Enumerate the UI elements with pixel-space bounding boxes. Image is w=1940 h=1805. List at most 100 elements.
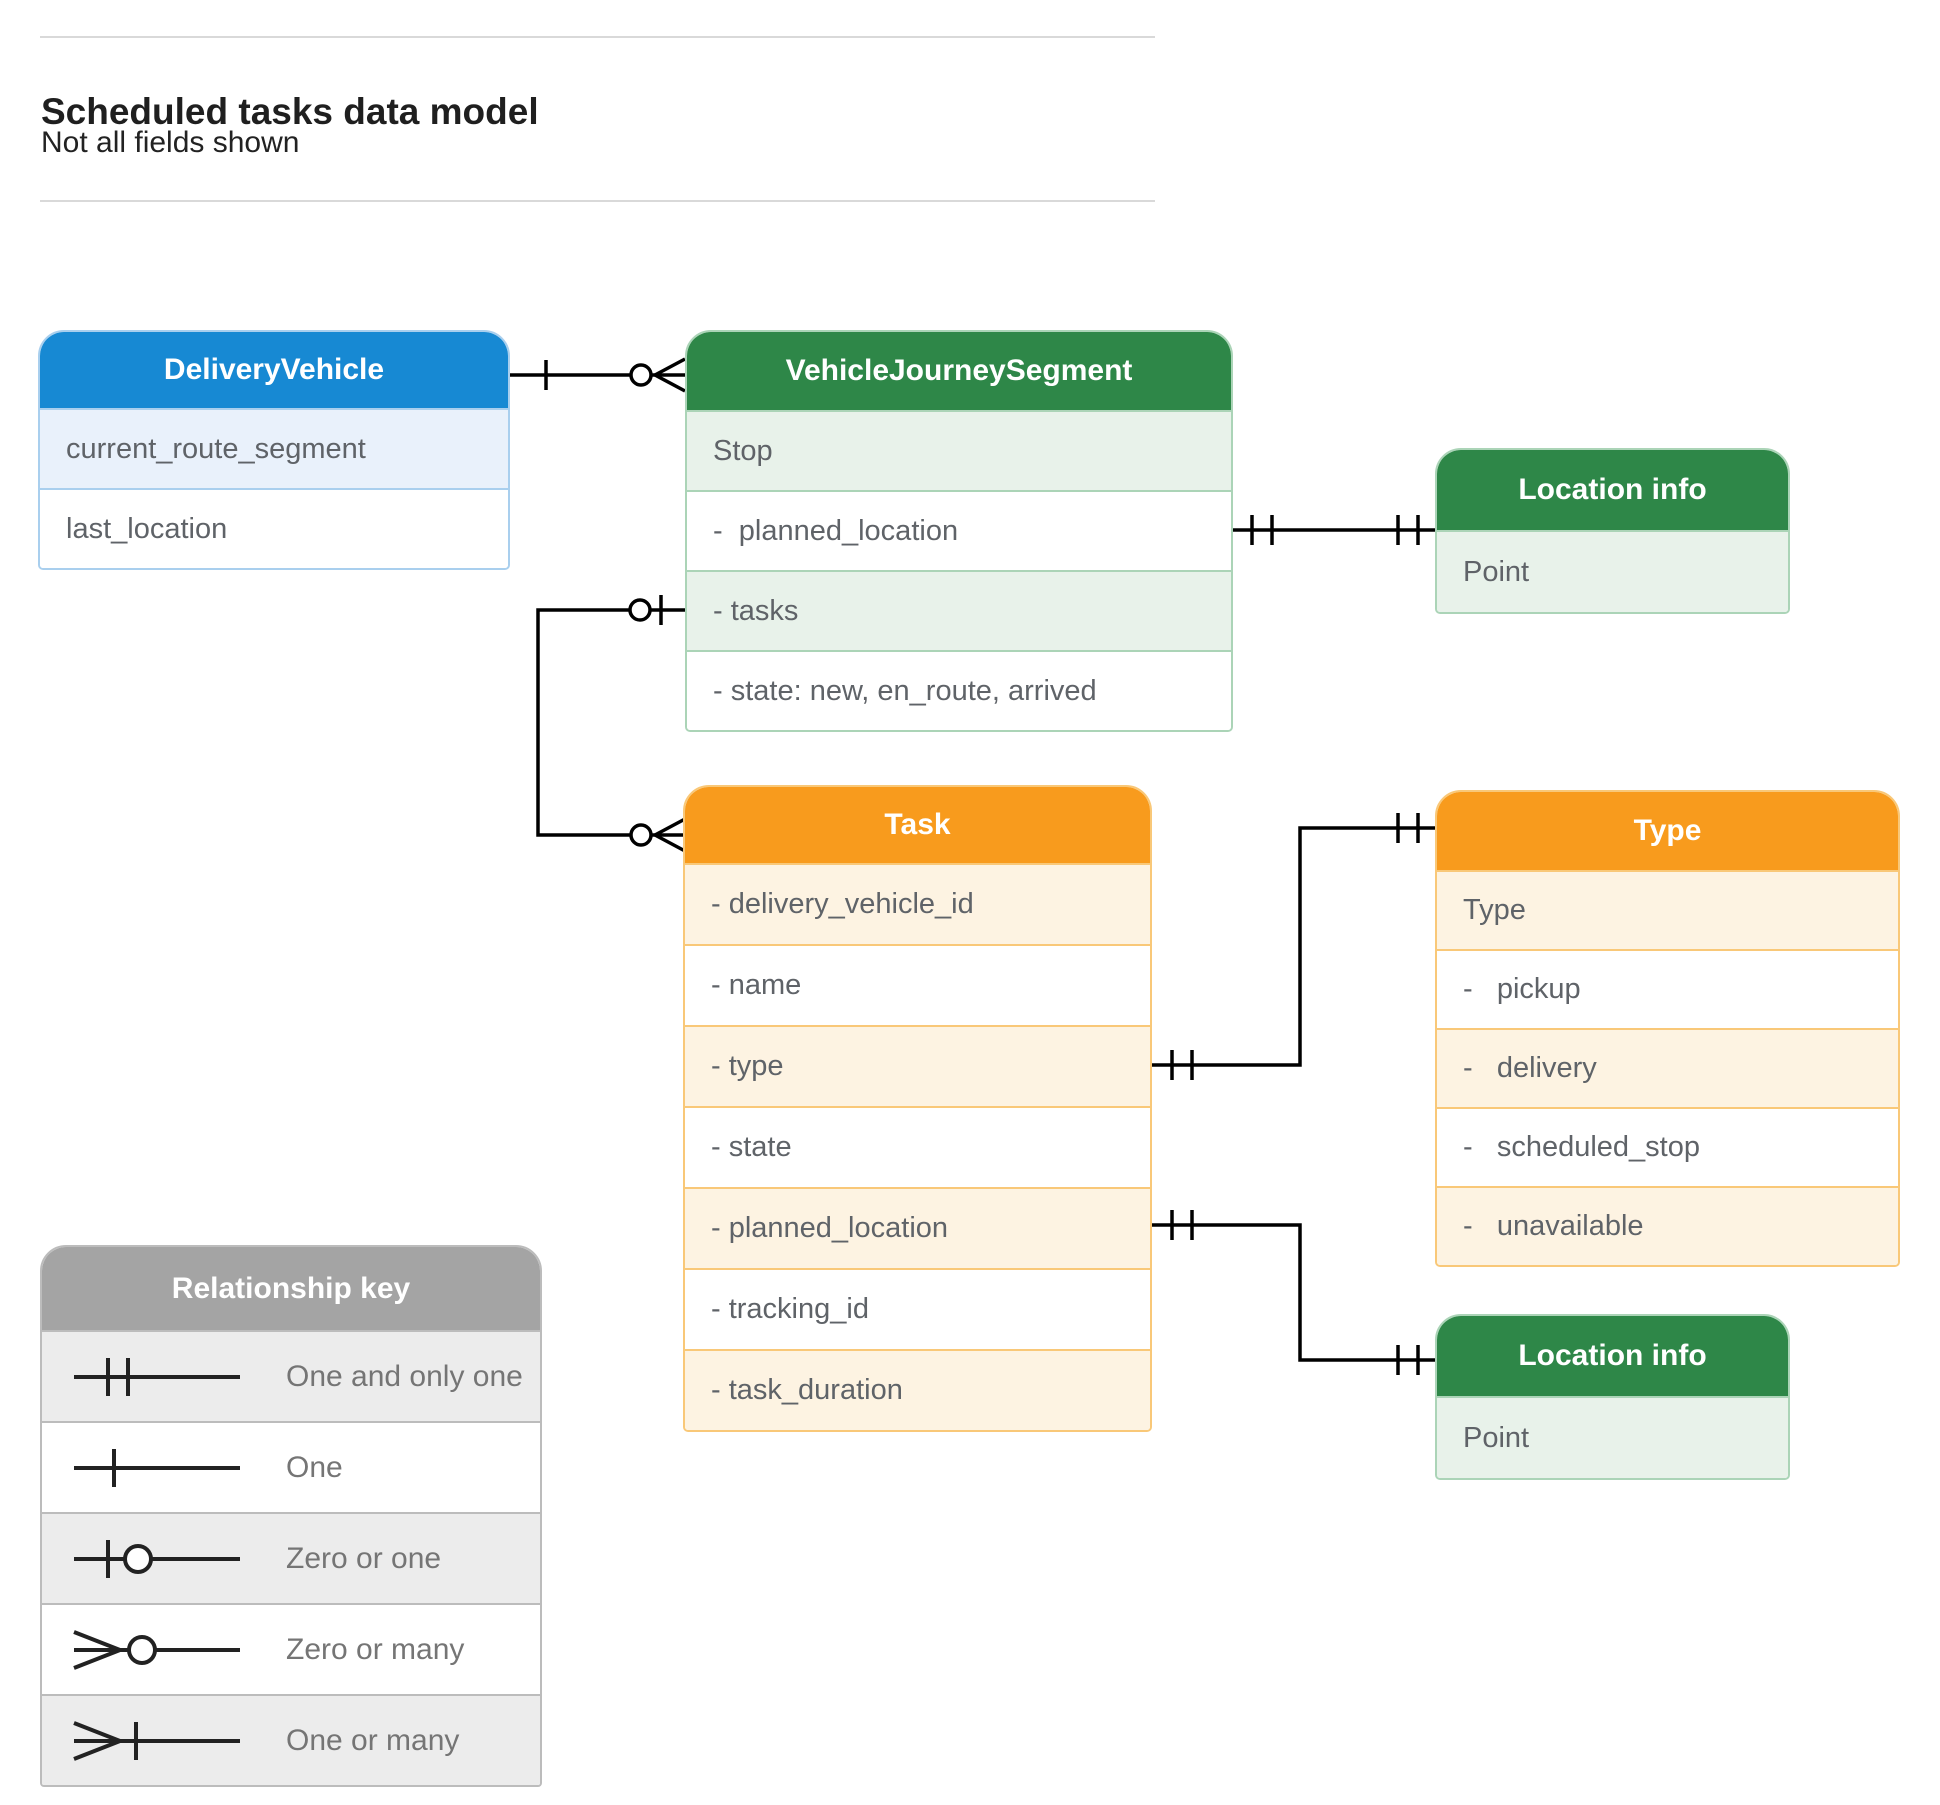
entity-rows: - delivery_vehicle_id - name - type - st… (685, 863, 1150, 1430)
connector-vjs-plannedlocation-to-locationinfo (1233, 515, 1435, 545)
entity-header: Location info (1437, 450, 1788, 530)
field-label: Point (1463, 555, 1530, 588)
field-label: Point (1463, 1421, 1530, 1454)
field-label: current_route_segment (66, 432, 366, 465)
divider-top (40, 36, 1155, 38)
entity-type: Type Type - pickup - delivery - schedule… (1435, 790, 1900, 1267)
entity-header: DeliveryVehicle (40, 332, 508, 408)
field-label: - state (711, 1131, 792, 1163)
field-row: - type (685, 1025, 1150, 1106)
page-title: Scheduled tasks data model (41, 90, 539, 132)
relationship-key-header: Relationship key (42, 1247, 540, 1330)
relationship-key: Relationship key One and only one One (40, 1245, 542, 1787)
connector-deliveryvehicle-to-vehiclejourneysegment (510, 357, 686, 393)
field-label: - unavailable (1463, 1210, 1644, 1242)
entity-header: VehicleJourneySegment (687, 332, 1231, 410)
field-row: Stop (687, 410, 1231, 490)
relationship-key-title: Relationship key (171, 1271, 411, 1305)
field-row: - tasks (687, 570, 1231, 650)
field-row: Type (1437, 870, 1898, 949)
one-or-many-symbol-icon (56, 1711, 268, 1771)
field-label: - name (711, 969, 802, 1001)
field-label: - tasks (713, 594, 799, 627)
page-subtitle: Not all fields shown (41, 126, 300, 159)
divider-bottom (40, 200, 1155, 202)
field-row: - pickup (1437, 949, 1898, 1028)
field-row: - state (685, 1106, 1150, 1187)
entity-title: VehicleJourneySegment (785, 354, 1133, 387)
entity-title: Type (1633, 814, 1702, 847)
connector-line (1152, 1223, 1435, 1362)
entity-header: Task (685, 787, 1150, 863)
key-label: Zero or one (286, 1541, 442, 1575)
connector-line (1152, 826, 1435, 1067)
key-label: One (286, 1450, 343, 1484)
field-row: - delivery_vehicle_id (685, 863, 1150, 944)
field-label: - planned_location (711, 1212, 949, 1244)
connector-task-plannedlocation-to-locationinfo (1152, 1210, 1435, 1375)
field-label: last_location (66, 512, 228, 545)
field-label: - delivery_vehicle_id (711, 888, 974, 920)
relationship-key-rows: One and only one One Zero or one (42, 1330, 540, 1785)
field-row: Point (1437, 530, 1788, 612)
field-row: - delivery (1437, 1028, 1898, 1107)
entity-rows: Point (1437, 1396, 1788, 1478)
entity-header: Type (1437, 792, 1898, 870)
field-label: - pickup (1463, 973, 1581, 1005)
field-label: - task_duration (711, 1374, 903, 1406)
key-row: One (42, 1421, 540, 1512)
field-label: - planned_location (713, 514, 959, 547)
key-row: One and only one (42, 1330, 540, 1421)
crow-foot-marker (654, 357, 686, 393)
zero-or-many-symbol-icon (56, 1620, 268, 1680)
field-row: - unavailable (1437, 1186, 1898, 1265)
entity-rows: current_route_segment last_location (40, 408, 508, 568)
field-label: - state: new, en_route, arrived (713, 674, 1097, 707)
zero-circle-marker (629, 363, 653, 387)
zero-circle-marker (628, 598, 652, 622)
field-row: current_route_segment (40, 408, 508, 488)
field-row: Point (1437, 1396, 1788, 1478)
crow-foot-marker (654, 817, 686, 853)
connector-line (536, 608, 685, 837)
key-label: One or many (286, 1723, 460, 1757)
connector-task-type-to-type (1152, 813, 1435, 1080)
field-row: - planned_location (685, 1187, 1150, 1268)
field-label: - delivery (1463, 1052, 1597, 1084)
entity-title: Task (884, 808, 951, 841)
field-label: Stop (713, 434, 773, 467)
entity-title: DeliveryVehicle (163, 353, 385, 386)
entity-task: Task - delivery_vehicle_id - name - type… (683, 785, 1152, 1432)
entity-delivery-vehicle: DeliveryVehicle current_route_segment la… (38, 330, 510, 570)
field-row: last_location (40, 488, 508, 568)
entity-title: Location info (1518, 1339, 1707, 1372)
entity-vehicle-journey-segment: VehicleJourneySegment Stop - planned_loc… (685, 330, 1233, 732)
entity-location-info-bottom: Location info Point (1435, 1314, 1790, 1480)
entity-header: Location info (1437, 1316, 1788, 1396)
entity-rows: Stop - planned_location - tasks - state:… (687, 410, 1231, 730)
entity-rows: Type - pickup - delivery - scheduled_sto… (1437, 870, 1898, 1265)
field-label: - type (711, 1050, 784, 1082)
zero-circle-marker (629, 823, 653, 847)
key-row: One or many (42, 1694, 540, 1785)
zero-or-one-symbol-icon (56, 1529, 268, 1589)
field-row: - task_duration (685, 1349, 1150, 1430)
one-symbol-icon (56, 1438, 268, 1498)
one-and-only-one-symbol-icon (56, 1347, 268, 1407)
field-row: - state: new, en_route, arrived (687, 650, 1231, 730)
key-label: Zero or many (286, 1632, 465, 1666)
entity-title: Location info (1518, 473, 1707, 506)
key-label: One and only one (286, 1359, 523, 1393)
field-row: - name (685, 944, 1150, 1025)
entity-rows: Point (1437, 530, 1788, 612)
key-row: Zero or one (42, 1512, 540, 1603)
field-label: Type (1463, 894, 1526, 926)
field-label: - scheduled_stop (1463, 1131, 1700, 1163)
field-row: - planned_location (687, 490, 1231, 570)
field-row: - tracking_id (685, 1268, 1150, 1349)
field-label: - tracking_id (711, 1293, 869, 1325)
field-row: - scheduled_stop (1437, 1107, 1898, 1186)
key-row: Zero or many (42, 1603, 540, 1694)
entity-location-info-top: Location info Point (1435, 448, 1790, 614)
connector-vjs-tasks-to-task (536, 595, 686, 853)
